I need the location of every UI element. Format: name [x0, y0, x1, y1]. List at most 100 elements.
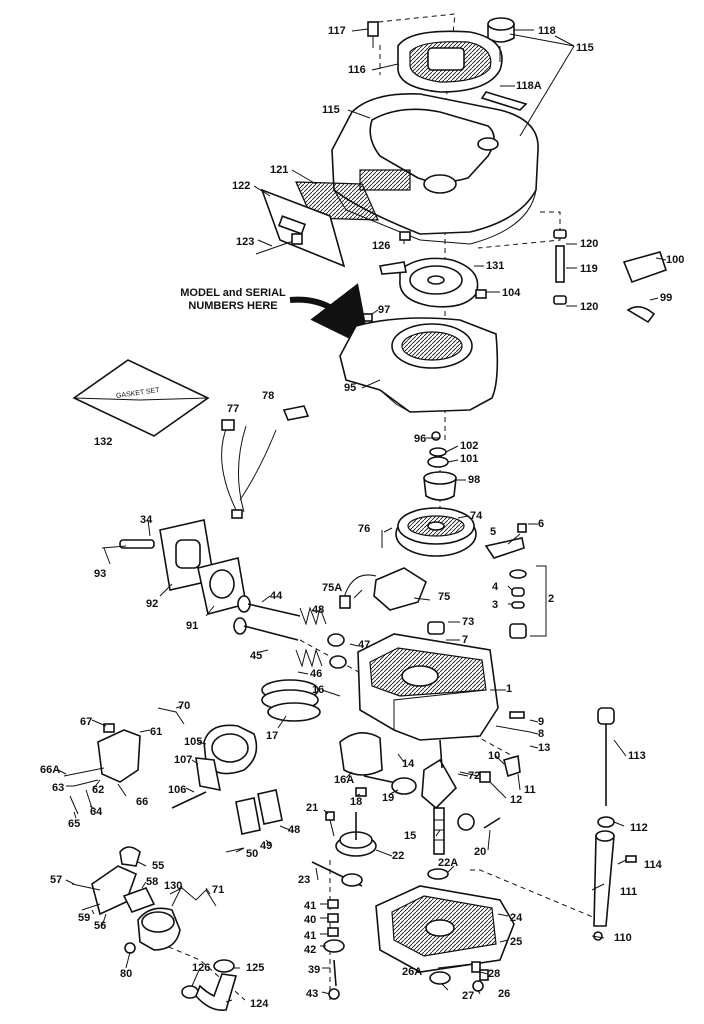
part-label-66: 66 — [136, 796, 149, 808]
part-label-44: 44 — [270, 590, 283, 602]
governor-linkage — [459, 711, 531, 783]
part-label-117: 117 — [328, 25, 346, 37]
part-label-65: 65 — [68, 818, 81, 830]
part-100 — [622, 251, 668, 284]
part-19 — [457, 813, 475, 831]
part-label-9: 9 — [538, 716, 545, 728]
part-label-8: 8 — [538, 728, 545, 740]
camshaft — [335, 812, 377, 857]
part-label-49: 49 — [260, 840, 273, 852]
part-label-105: 105 — [184, 736, 203, 748]
part-label-66a: 66A — [40, 764, 61, 776]
part-label-110: 110 — [614, 932, 632, 944]
fuel-strainer — [137, 907, 181, 951]
part-label-98: 98 — [468, 474, 481, 486]
part-label-67: 67 — [80, 716, 93, 728]
air-cleaner-cover — [397, 30, 503, 93]
fill-tube — [593, 830, 615, 927]
part-label-42: 42 — [304, 944, 317, 956]
part-label-120: 120 — [580, 238, 599, 250]
part-label-120: 120 — [580, 301, 599, 313]
part-label-95: 95 — [344, 382, 357, 394]
bracket-107 — [195, 757, 222, 792]
strap-118a — [480, 91, 528, 111]
dipstick — [597, 707, 615, 806]
gasket-set-envelope — [72, 359, 210, 437]
part-label-16: 16 — [312, 684, 325, 696]
part-label-45: 45 — [250, 650, 263, 662]
part-label-122: 122 — [232, 180, 251, 192]
part-label-58: 58 — [146, 876, 159, 888]
part-label-50: 50 — [246, 848, 259, 860]
part-label-40: 40 — [304, 914, 317, 926]
part-label-63: 63 — [52, 782, 65, 794]
part-label-17: 17 — [266, 730, 279, 742]
part-label-26a: 26A — [402, 966, 423, 978]
part-label-124: 124 — [250, 998, 269, 1010]
valves — [233, 595, 301, 641]
bracket-5 — [484, 537, 525, 559]
part-label-1: 1 — [506, 683, 513, 695]
part-label-11: 11 — [524, 784, 536, 796]
part-label-48: 48 — [312, 604, 325, 616]
part-112 — [597, 816, 615, 828]
part-label-91: 91 — [186, 620, 199, 632]
part-label-75a: 75A — [322, 582, 343, 594]
part-label-126: 126 — [192, 962, 211, 974]
link-70 — [157, 707, 185, 725]
part-label-125: 125 — [246, 962, 265, 974]
clip-114 — [625, 855, 637, 863]
part-label-5: 5 — [490, 526, 497, 538]
part-label-34: 34 — [140, 514, 153, 526]
part-label-7: 7 — [462, 634, 469, 646]
crankshaft — [421, 739, 457, 855]
part-label-123: 123 — [236, 236, 255, 248]
part-label-131: 131 — [486, 260, 505, 272]
part-label-28: 28 — [488, 968, 501, 980]
part-label-102: 102 — [460, 440, 479, 452]
bolt-20 — [483, 817, 501, 829]
part-label-27: 27 — [462, 990, 475, 1002]
part-label-70: 70 — [178, 700, 191, 712]
part-label-72: 72 — [468, 770, 481, 782]
part-label-77: 77 — [227, 403, 240, 415]
part-label-2: 2 — [548, 593, 555, 605]
part-label-47: 47 — [358, 639, 371, 651]
part-label-115: 115 — [322, 104, 340, 116]
part-label-97: 97 — [378, 304, 391, 316]
engine-shroud — [339, 317, 499, 413]
part-label-22: 22 — [392, 850, 405, 862]
part-label-41: 41 — [304, 900, 317, 912]
part-label-25: 25 — [510, 936, 523, 948]
part-label-107: 107 — [174, 754, 193, 766]
part-label-48: 48 — [288, 824, 301, 836]
fuel-cap — [487, 17, 515, 62]
spring-assembly — [553, 229, 567, 305]
part-label-80: 80 — [120, 968, 133, 980]
part-label-76: 76 — [358, 523, 371, 535]
part-label-113: 113 — [628, 750, 646, 762]
muffler — [203, 724, 258, 775]
part-label-56: 56 — [94, 920, 107, 932]
filter-housing — [260, 188, 346, 268]
piston-rings — [261, 679, 321, 722]
part-80 — [124, 942, 136, 954]
part-label-121: 121 — [270, 164, 289, 176]
part-label-20: 20 — [474, 846, 487, 858]
part-label-4: 4 — [492, 581, 499, 593]
part-label-55: 55 — [152, 860, 165, 872]
fuel-pump — [71, 846, 141, 916]
part-label-46: 46 — [310, 668, 323, 680]
part-label-6: 6 — [538, 518, 545, 530]
part-label-71: 71 — [212, 884, 225, 896]
part-label-15: 15 — [404, 830, 417, 842]
ignition-coil — [339, 567, 427, 611]
carburetor — [63, 723, 141, 815]
part-label-14: 14 — [402, 758, 415, 770]
clip-126 — [399, 231, 411, 241]
part-label-24: 24 — [510, 912, 523, 924]
part-label-10: 10 — [488, 750, 501, 762]
part-label-59: 59 — [78, 912, 91, 924]
